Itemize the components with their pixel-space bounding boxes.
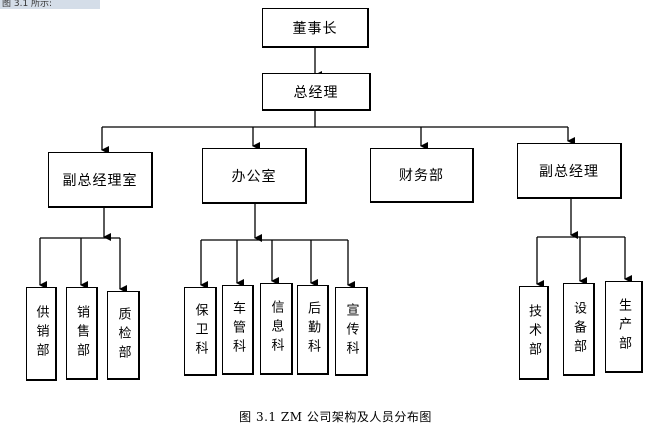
figure-reference-text: 图 3.1 所示:	[0, 0, 100, 9]
figure-caption: 图 3.1 ZM 公司架构及人员分布图	[239, 410, 432, 424]
node-label: 董事长	[292, 20, 338, 37]
node-office: 办公室	[202, 148, 307, 204]
node-deputy-gm: 副总经理	[517, 143, 622, 199]
node-label: 技术部	[526, 304, 541, 361]
node-label: 供销部	[33, 305, 49, 362]
node-chairman: 董事长	[262, 8, 369, 48]
node-label: 保卫科	[192, 302, 208, 360]
node-general-manager: 总经理	[262, 73, 371, 111]
node-label: 办公室	[231, 168, 277, 185]
node-label: 总经理	[293, 84, 339, 101]
node-finance: 财务部	[370, 148, 474, 203]
node-label: 副总经理	[539, 163, 599, 180]
node-label: 质检部	[115, 306, 131, 364]
node-production-dept: 生产部	[605, 281, 643, 373]
node-logistics-section: 后勤科	[297, 285, 329, 375]
node-security-section: 保卫科	[184, 287, 217, 376]
node-label: 生产部	[616, 298, 631, 355]
node-label: 后勤科	[305, 301, 320, 358]
node-label: 财务部	[399, 168, 444, 184]
node-sales-dept: 销售部	[66, 287, 98, 380]
node-label: 信息科	[268, 300, 284, 357]
node-deputy-gm-office: 副总经理室	[48, 152, 153, 208]
node-label: 副总经理室	[62, 172, 138, 189]
node-vehicle-section: 车管科	[222, 285, 254, 375]
node-technology-dept: 技术部	[519, 286, 549, 380]
node-label: 设备部	[571, 300, 586, 358]
node-supply-sales-dept: 供销部	[26, 287, 57, 381]
node-publicity-section: 宣传科	[335, 287, 368, 376]
node-information-section: 信息科	[260, 283, 293, 375]
node-label: 车管科	[230, 301, 245, 358]
node-label: 销售部	[74, 304, 89, 362]
node-quality-dept: 质检部	[107, 291, 140, 380]
node-equipment-dept: 设备部	[563, 283, 595, 376]
node-label: 宣传科	[343, 302, 359, 360]
